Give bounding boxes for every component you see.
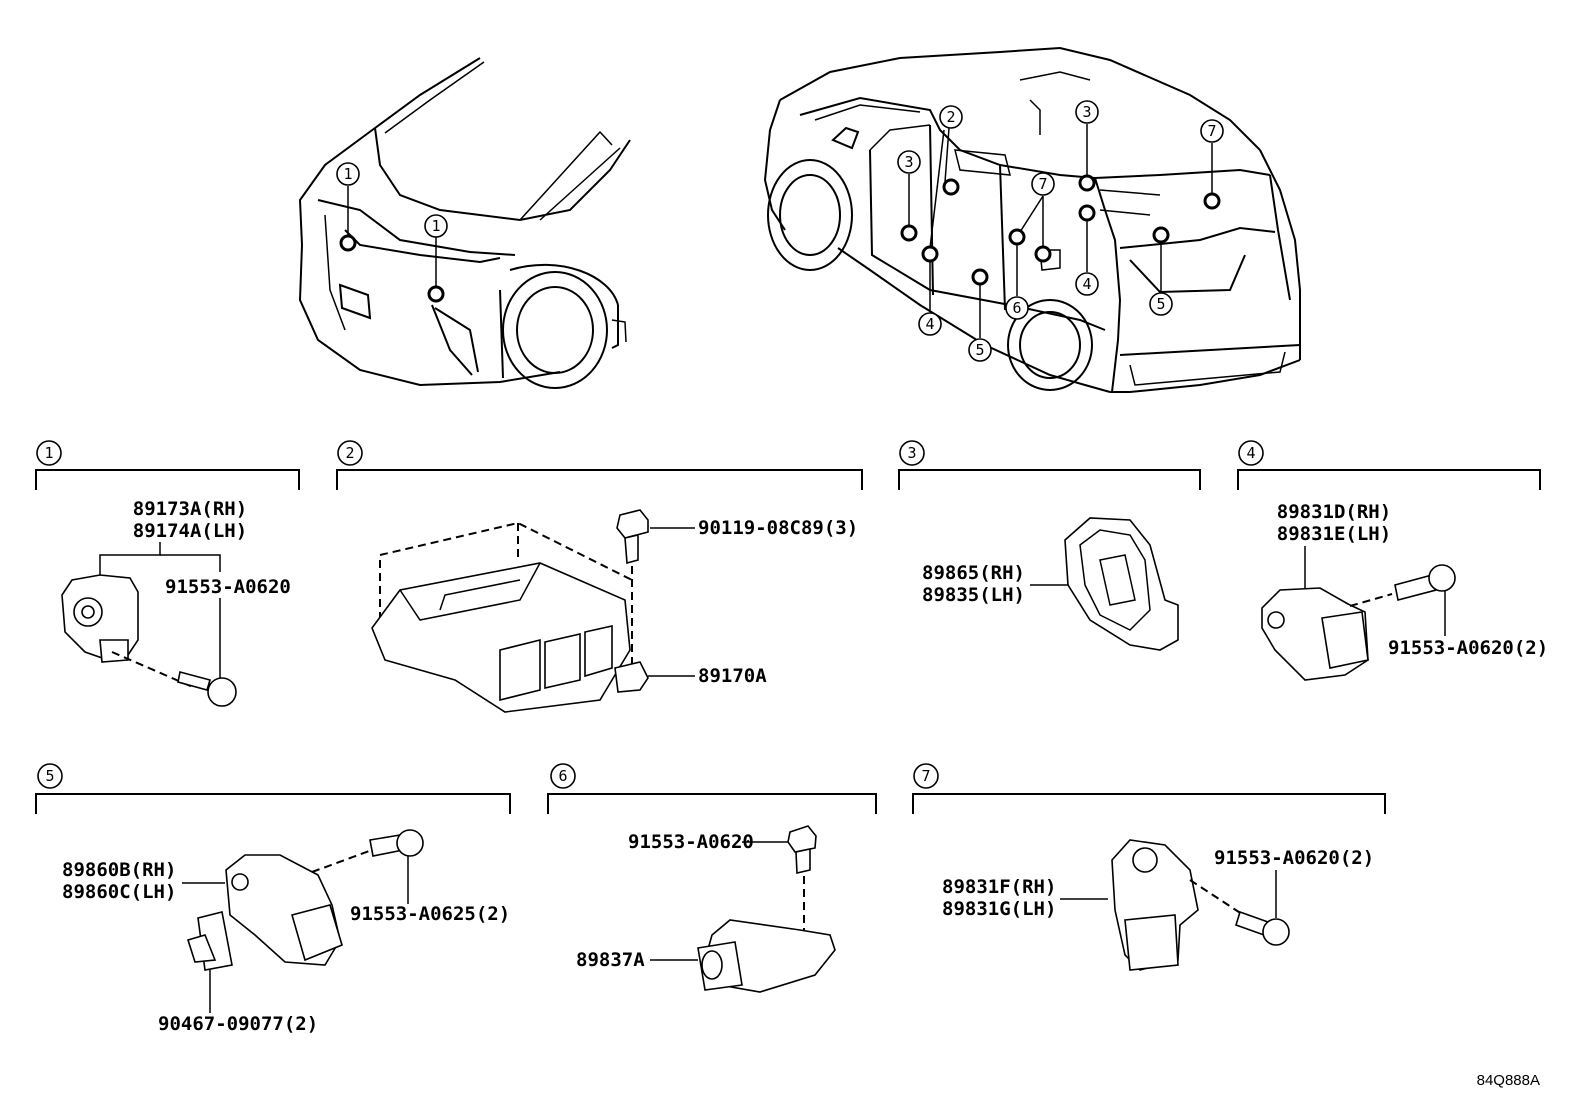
svg-text:2: 2 — [946, 108, 955, 126]
rear-vehicle-illustration — [763, 46, 1301, 393]
group-4: 4 89831D(RH) 89831E(LH) 91553-A0620(2) — [1237, 440, 1548, 681]
clip-90467-drawing — [186, 911, 233, 971]
bolt-91553-A0620-g6-drawing — [787, 825, 817, 874]
vehicle-callout-leaders — [347, 124, 1213, 338]
bolt-91553-A0620: 91553-A0620 — [165, 576, 291, 598]
sensor-89173A-drawing — [61, 574, 139, 663]
part-89173A: 89173A(RH) — [133, 498, 247, 520]
ecu-89170A: 89170A — [698, 665, 767, 687]
callout-4b: 4 — [1075, 272, 1099, 296]
callout-5b: 5 — [1149, 292, 1173, 316]
bolt-91553-A0625: 91553-A0625(2) — [350, 903, 510, 925]
svg-text:4: 4 — [1082, 275, 1091, 293]
callout-4a: 4 — [918, 312, 942, 336]
callout-7b: 7 — [1200, 119, 1224, 143]
group-5-number: 5 — [45, 767, 54, 785]
svg-text:3: 3 — [904, 153, 913, 171]
part-89860C: 89860C(LH) — [62, 881, 176, 903]
sensor-89837A-drawing — [697, 919, 836, 993]
svg-text:3: 3 — [1082, 103, 1091, 121]
sensor-89860B-drawing — [225, 854, 343, 966]
bolt-91553-A0620-2-drawing — [1394, 564, 1456, 601]
group-7: 7 91553-A0620(2) 89831F(RH) 89831G(LH) — [912, 763, 1386, 971]
group-1-number: 1 — [44, 444, 53, 462]
bolt-91553-A0620-2: 91553-A0620(2) — [1388, 637, 1548, 659]
sensor-89831F-drawing — [1111, 839, 1199, 971]
part-89831E: 89831E(LH) — [1277, 523, 1391, 545]
callout-3b: 3 — [1075, 100, 1099, 124]
part-89831D: 89831D(RH) — [1277, 501, 1391, 523]
part-89835: 89835(LH) — [922, 584, 1025, 606]
group-5: 5 89860B(RH) 89860C(LH) 91553-A0625(2) 9… — [35, 763, 511, 1035]
callout-3a: 3 — [897, 150, 921, 174]
group-3: 3 89865(RH) 89835(LH) — [898, 440, 1201, 651]
svg-text:6: 6 — [1012, 299, 1021, 317]
part-89860B: 89860B(RH) — [62, 859, 176, 881]
group-3-number: 3 — [907, 444, 916, 462]
part-89174A: 89174A(LH) — [133, 520, 247, 542]
callout-1a: 1 — [336, 162, 360, 186]
part-89865: 89865(RH) — [922, 562, 1025, 584]
group-1: 1 89173A(RH) 89174A(LH) 91553-A0620 — [35, 440, 300, 707]
bolt-90119-08C89: 90119-08C89(3) — [698, 517, 858, 539]
callout-5a: 5 — [968, 338, 992, 362]
sensor-89831D-drawing — [1261, 587, 1369, 681]
bolt-91553-A0625-drawing — [369, 829, 424, 857]
svg-text:7: 7 — [1038, 175, 1047, 193]
airbag-ecu-drawing — [371, 562, 649, 713]
part-89837A: 89837A — [576, 949, 645, 971]
bolt-90119-drawing — [616, 509, 649, 565]
group-2-number: 2 — [345, 444, 354, 462]
callout-7a: 7 — [1031, 172, 1055, 196]
clip-90467-09077: 90467-09077(2) — [158, 1013, 318, 1035]
group-6-number: 6 — [558, 767, 567, 785]
front-vehicle-illustration — [298, 57, 631, 389]
callout-6: 6 — [1005, 296, 1029, 320]
callout-2: 2 — [939, 105, 963, 129]
svg-text:5: 5 — [1156, 295, 1165, 313]
bolt-91553-A0620-g6: 91553-A0620 — [628, 831, 754, 853]
svg-text:7: 7 — [1207, 122, 1216, 140]
group-2: 2 90119-08C89(3) 89170A — [336, 440, 863, 713]
diagram-code: 84Q888A — [1477, 1072, 1540, 1089]
svg-text:4: 4 — [925, 315, 934, 333]
callout-1b: 1 — [424, 214, 448, 238]
svg-text:1: 1 — [431, 217, 440, 235]
sensor-89865-drawing — [1064, 517, 1179, 651]
part-89831G: 89831G(LH) — [942, 898, 1056, 920]
vehicle-callouts: 1 1 2 3 3 4 4 5 5 6 7 7 — [336, 100, 1224, 362]
bolt-91553-A0620-g7-drawing — [1235, 910, 1290, 946]
group-7-number: 7 — [921, 767, 930, 785]
bolt-91553-A0620-drawing — [177, 671, 237, 707]
bolt-91553-A0620-g7: 91553-A0620(2) — [1214, 847, 1374, 869]
svg-text:1: 1 — [343, 165, 352, 183]
group-4-number: 4 — [1246, 444, 1255, 462]
group-6: 6 91553-A0620 89837A — [547, 763, 877, 993]
part-89831F: 89831F(RH) — [942, 876, 1056, 898]
svg-text:5: 5 — [975, 341, 984, 359]
